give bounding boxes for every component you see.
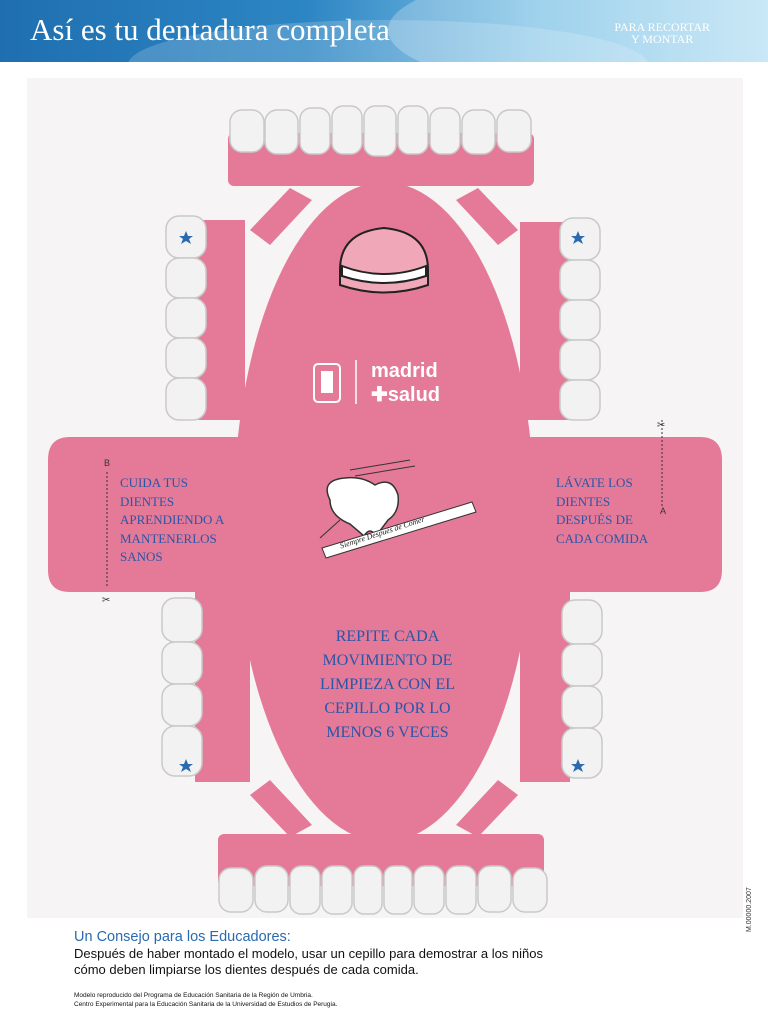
consejo-line: cómo deben limpiarse los dientes después… <box>74 962 419 977</box>
text-line: DIENTES <box>120 493 175 509</box>
scissors-icon: ✂ <box>102 595 110 606</box>
text-line: CADA COMIDA <box>556 530 649 546</box>
page-subtitle: PARA RECORTAR Y MONTAR <box>614 21 710 45</box>
madrid-salud-logo: madrid ✚salud <box>309 359 469 409</box>
denture-icon <box>339 226 429 294</box>
subtitle-line: Y MONTAR <box>631 32 694 46</box>
page-title: Así es tu dentadura completa <box>30 12 390 47</box>
text-line: CEPILLO POR LO <box>324 700 451 717</box>
right-upper-teeth <box>559 217 601 421</box>
top-teeth <box>229 105 532 157</box>
star-icon <box>179 231 193 244</box>
corner-tab <box>208 597 253 620</box>
center-panel-text: REPITE CADA MOVIMIENTO DE LIMPIEZA CON E… <box>295 625 480 745</box>
text-line: DIENTES <box>556 493 611 509</box>
right-lower-teeth <box>561 599 603 779</box>
corner-tab <box>515 597 560 620</box>
left-panel-text: CUIDA TUS DIENTES APRENDIENDO A MANTENER… <box>120 474 270 567</box>
text-line: MENOS 6 VECES <box>326 724 449 741</box>
plus-icon: ✚ <box>371 384 388 406</box>
text-line: DESPUÉS DE <box>556 512 633 527</box>
text-line: SANOS <box>120 549 163 564</box>
consejo-body: Después de haber montado el modelo, usar… <box>74 946 594 978</box>
text-line: APRENDIENDO A <box>120 512 225 527</box>
text-line: LÁVATE LOS <box>556 475 633 490</box>
mascot-tooth-icon <box>319 459 477 559</box>
logo-line2: ✚salud <box>371 382 440 407</box>
star-icon <box>571 231 585 244</box>
credits: Modelo reproducido del Programa de Educa… <box>74 991 337 1009</box>
text-line: MOVIMIENTO DE <box>322 652 453 669</box>
right-panel-text: LÁVATE LOS DIENTES DESPUÉS DE CADA COMID… <box>556 474 706 548</box>
consejo-title: Un Consejo para los Educadores: <box>74 929 291 945</box>
tab-bottom-right <box>456 780 518 837</box>
print-code: M.00000.2007 <box>746 887 753 932</box>
credits-line: Centro Experimental para la Educación Sa… <box>74 1001 338 1008</box>
madrid-shield-icon <box>313 363 341 403</box>
logo-line2-text: salud <box>387 384 441 406</box>
left-lower-band <box>195 592 250 782</box>
bottom-teeth <box>218 865 548 915</box>
logo-line1: madrid <box>371 360 438 382</box>
left-lower-teeth <box>161 597 203 777</box>
header-wave-decoration <box>388 0 768 62</box>
tab-bottom-left <box>250 780 312 837</box>
header-banner: Así es tu dentadura completa PARA RECORT… <box>0 0 768 62</box>
subtitle-line: PARA RECORTAR <box>614 20 710 34</box>
scissors-icon: ✂ <box>657 420 665 431</box>
credits-line: Modelo reproducido del Programa de Educa… <box>74 992 313 999</box>
text-line: MANTENERLOS <box>120 530 217 546</box>
consejo-line: Después de haber montado el modelo, usar… <box>74 946 543 961</box>
text-line: LIMPIEZA CON EL <box>319 676 456 693</box>
fold-letter-a: A <box>660 506 667 516</box>
star-icons <box>179 231 585 772</box>
text-line: REPITE CADA <box>335 628 440 645</box>
fold-letter-b: B <box>104 458 111 468</box>
tab-top-left <box>250 188 312 245</box>
tab-top-right <box>456 188 518 245</box>
star-icon <box>571 759 585 772</box>
left-upper-teeth <box>165 215 207 421</box>
text-line: CUIDA TUS <box>120 475 189 490</box>
star-icon <box>179 759 193 772</box>
